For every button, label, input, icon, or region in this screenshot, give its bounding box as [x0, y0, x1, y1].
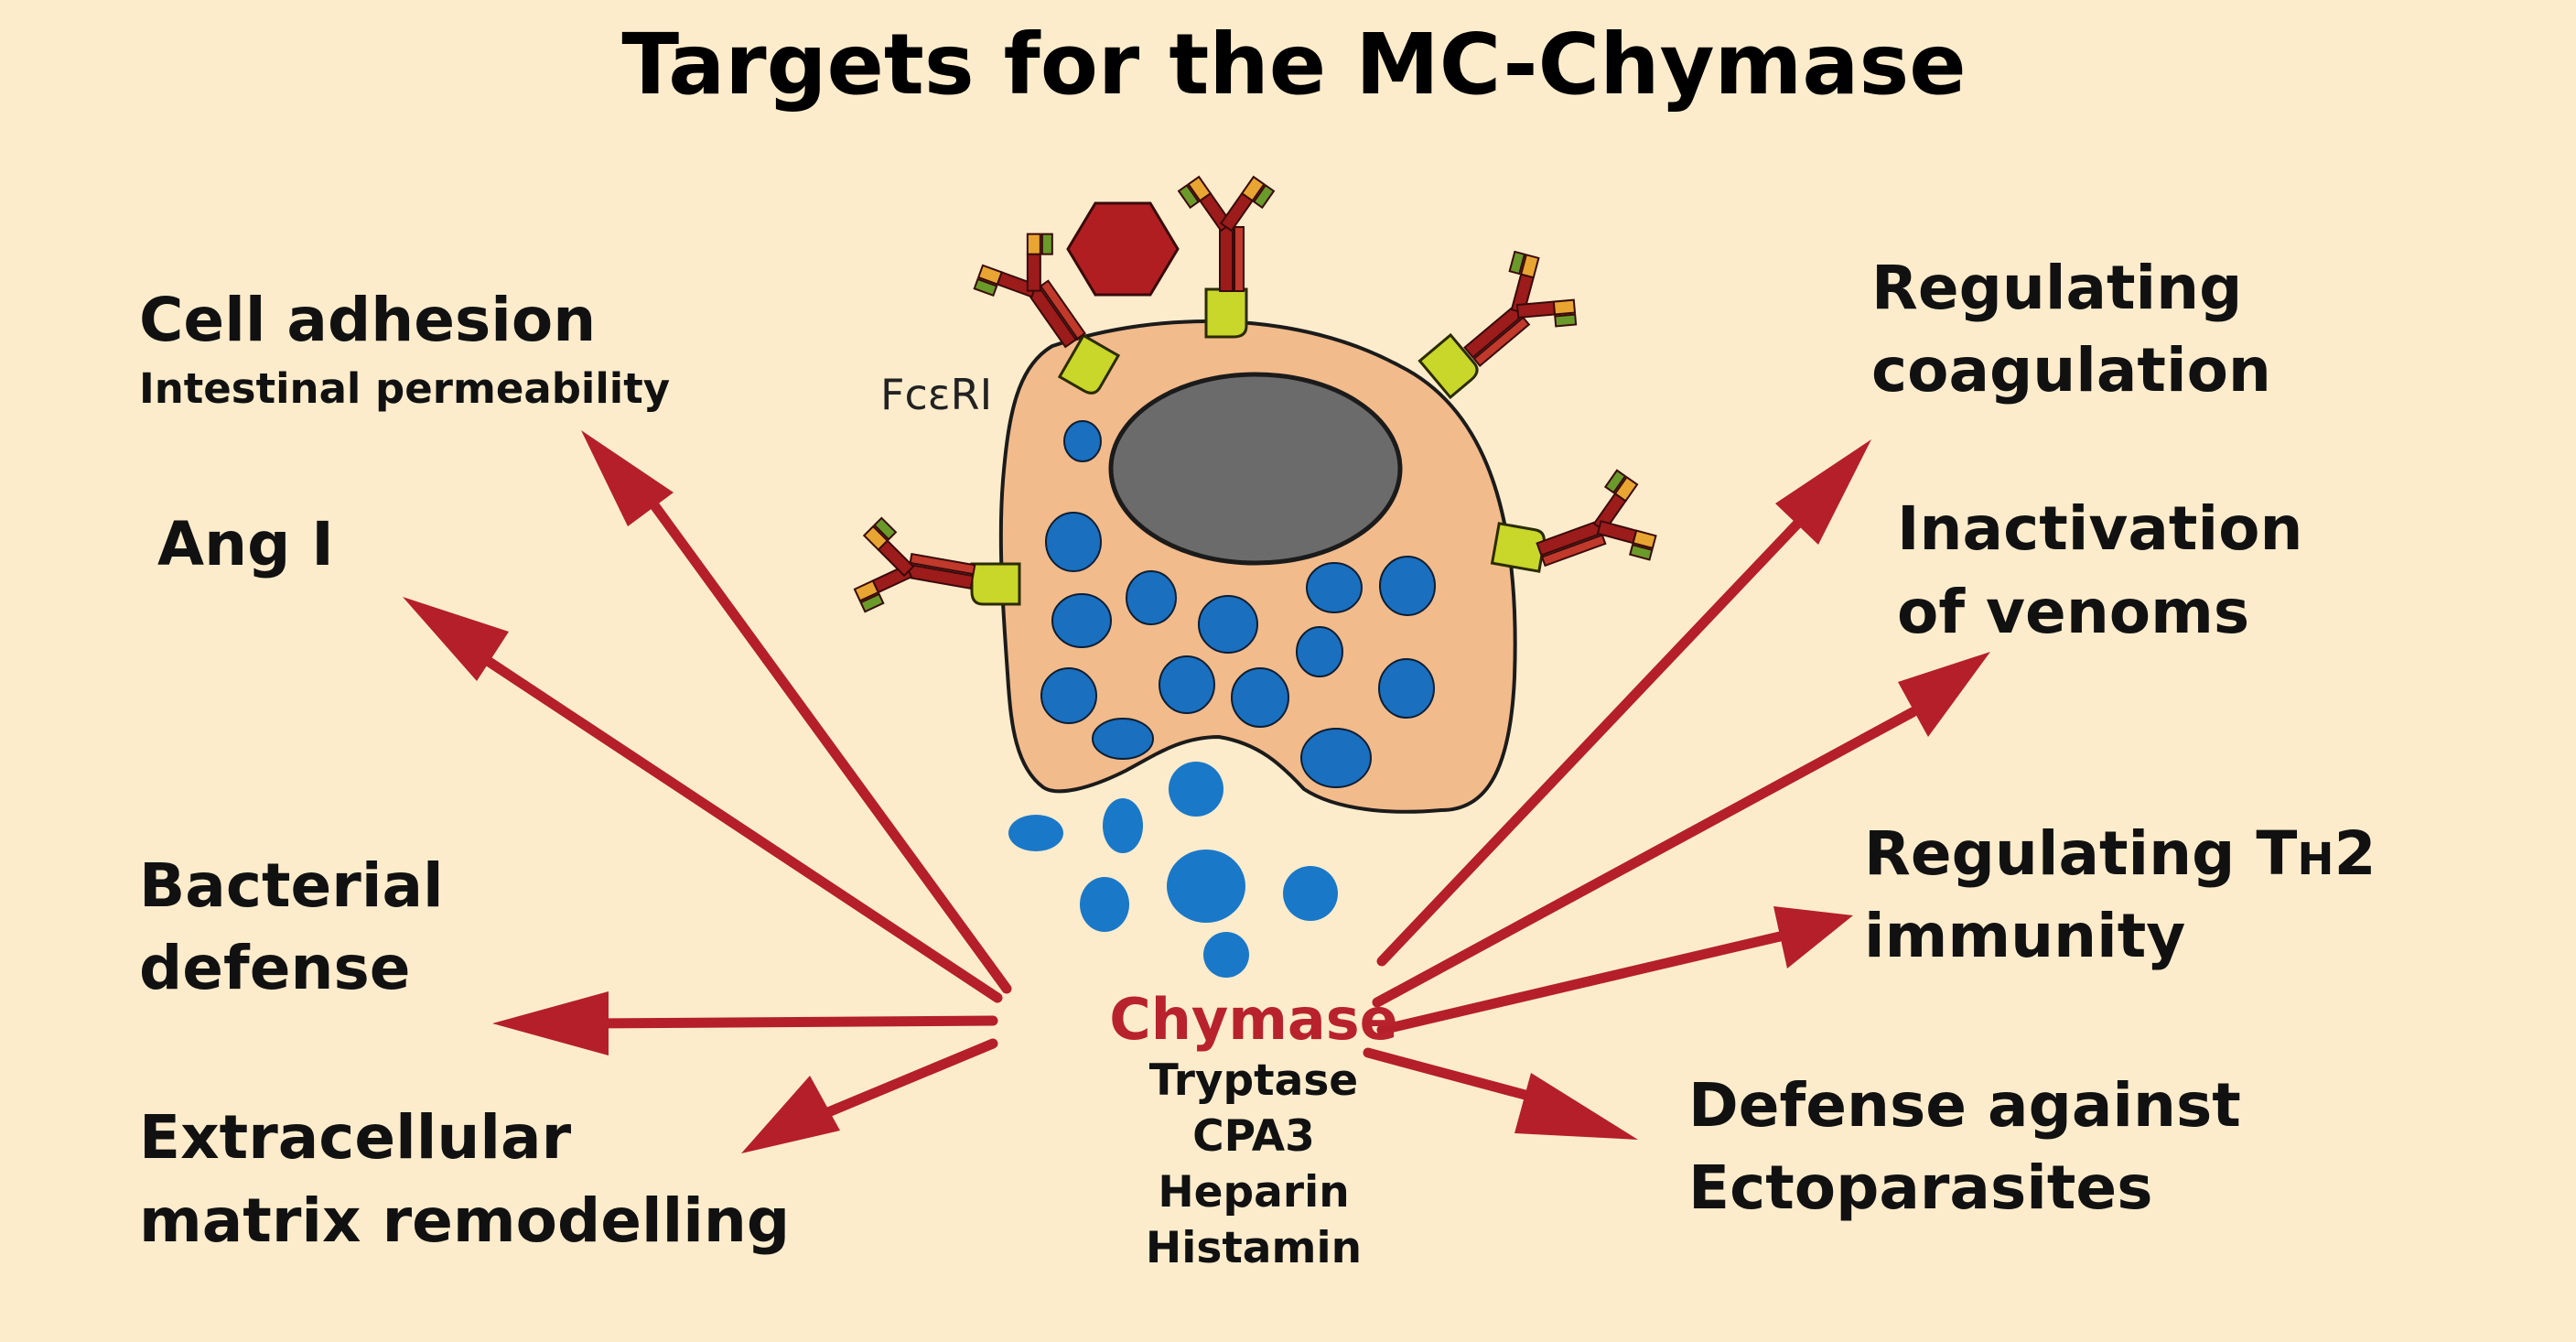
receptor-label: FcεRI	[880, 370, 992, 419]
mediator-histamin: Histamin	[1146, 1223, 1362, 1273]
target-bacterial-line1: Bacterial	[139, 850, 444, 921]
mediator-tryptase: Tryptase	[1149, 1055, 1358, 1106]
arrow-ang	[403, 597, 1003, 1003]
arrow-ectoparasites	[1363, 1047, 1638, 1140]
target-coagulation-line1: Regulating	[1871, 253, 2242, 323]
target-venoms-line1: Inactivation	[1897, 493, 2302, 564]
page-title: Targets for the MC-Chymase	[621, 16, 1966, 114]
granules	[1040, 420, 1436, 788]
target-cell-adhesion: Cell adhesion	[139, 285, 596, 355]
target-venoms-line2: of venoms	[1897, 577, 2249, 647]
target-intestinal-permeability: Intestinal permeability	[139, 364, 670, 413]
target-th2-line2: immunity	[1864, 901, 2185, 971]
arrow-th2	[1376, 906, 1853, 1035]
target-th2-line1: Regulating TH2	[1864, 818, 2377, 889]
mast-cell	[998, 319, 1517, 978]
target-bacterial-line2: defense	[139, 933, 411, 1003]
nucleus	[1108, 372, 1403, 566]
arrow-ecm	[741, 1038, 998, 1153]
target-ecm-line1: Extracellular	[139, 1102, 572, 1173]
target-ecm-line2: matrix remodelling	[139, 1185, 790, 1256]
chymase-label: Chymase	[1109, 986, 1397, 1053]
mediator-heparin: Heparin	[1158, 1167, 1349, 1218]
target-ectoparasites-line1: Defense against	[1688, 1070, 2241, 1141]
target-coagulation-line2: coagulation	[1871, 335, 2271, 406]
target-ang-i: Ang I	[157, 509, 334, 579]
mediator-cpa3: CPA3	[1192, 1111, 1315, 1162]
arrow-coagulation	[1376, 439, 1871, 967]
target-ectoparasites-line2: Ectoparasites	[1688, 1153, 2152, 1223]
arrow-bacterial	[492, 991, 998, 1055]
arrow-cell-adhesion	[581, 430, 1012, 994]
antigen-hexagon	[1066, 201, 1180, 297]
arrow-venoms	[1372, 652, 1990, 1008]
released-granules	[1008, 762, 1338, 978]
fceri-receptors	[850, 176, 1665, 631]
